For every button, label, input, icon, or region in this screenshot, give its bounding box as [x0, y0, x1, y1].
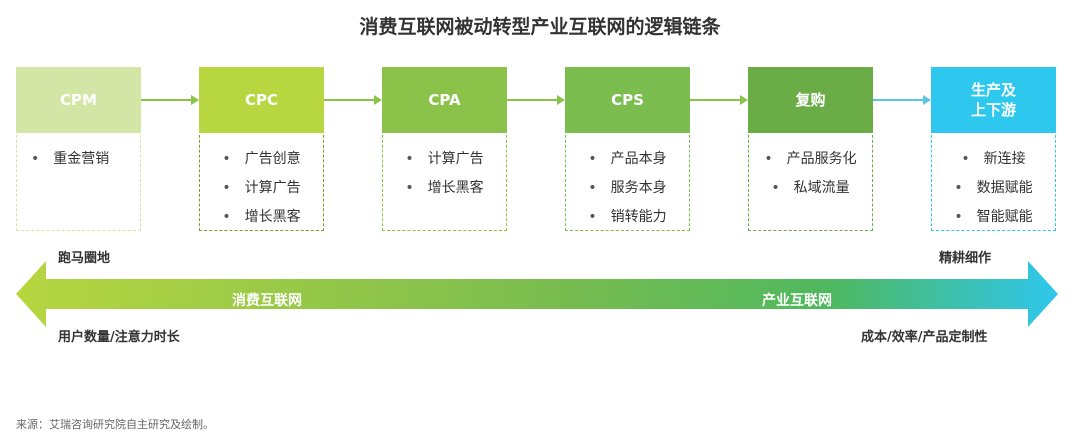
- left-bottom-label: 用户数量/注意力时长: [58, 330, 180, 345]
- connector-2-head: [374, 95, 382, 105]
- left-top-label: 跑马圈地: [58, 251, 111, 266]
- connector-5: [873, 99, 923, 101]
- list-item: 私域流量: [749, 174, 872, 203]
- connector-4: [690, 99, 740, 101]
- stage-label: CPA: [428, 91, 461, 109]
- stage-cpm-body: 重金营销: [16, 135, 141, 231]
- connector-4-head: [740, 95, 748, 105]
- stage-cps-header: CPS: [565, 67, 690, 133]
- band-right-label: 产业互联网: [762, 293, 832, 309]
- list-item: 销转能力: [566, 203, 689, 232]
- stage-repurchase-body: 产品服务化 私域流量: [748, 135, 873, 231]
- stage-label: CPS: [611, 91, 644, 109]
- band-shape: [16, 261, 1058, 327]
- right-top-label: 精耕细作: [939, 251, 992, 266]
- stage-label: CPC: [244, 91, 278, 109]
- band-left-label: 消费互联网: [232, 293, 302, 309]
- list-item: 智能赋能: [932, 203, 1055, 232]
- stage-cpc-body: 广告创意 计算广告 增长黑客: [199, 135, 324, 231]
- list-item: 新连接: [932, 145, 1055, 174]
- connector-1-head: [191, 95, 199, 105]
- list-item: 计算广告: [200, 174, 323, 203]
- stage-label-line: 上下游: [970, 101, 1016, 119]
- connector-3: [507, 99, 557, 101]
- stage-cps-body: 产品本身 服务本身 销转能力: [565, 135, 690, 231]
- connector-1: [141, 99, 191, 101]
- stage-label: CPM: [60, 91, 97, 109]
- list-item: 服务本身: [566, 174, 689, 203]
- stage-production-header: 生产及 上下游: [931, 67, 1056, 133]
- stage-label-line: 生产及: [970, 81, 1016, 99]
- stage-label: 复购: [795, 91, 826, 109]
- list-item: 计算广告: [383, 145, 506, 174]
- list-item: 产品本身: [566, 145, 689, 174]
- connector-3-head: [557, 95, 565, 105]
- connector-2: [324, 99, 374, 101]
- list-item: 产品服务化: [749, 145, 872, 174]
- list-item: 重金营销: [17, 145, 140, 174]
- connector-5-head: [923, 95, 931, 105]
- stage-production-body: 新连接 数据赋能 智能赋能: [931, 135, 1056, 231]
- right-bottom-label: 成本/效率/产品定制性: [861, 330, 988, 345]
- stage-cpa-header: CPA: [382, 67, 507, 133]
- list-item: 数据赋能: [932, 174, 1055, 203]
- page-title: 消费互联网被动转型产业互联网的逻辑链条: [359, 16, 721, 38]
- transition-band-arrow: [16, 261, 1058, 327]
- stage-cpc-header: CPC: [199, 67, 324, 133]
- stage-cpm-header: CPM: [16, 67, 141, 133]
- stage-repurchase-header: 复购: [748, 67, 873, 133]
- source-note: 来源：艾瑞咨询研究院自主研究及绘制。: [16, 418, 214, 431]
- list-item: 增长黑客: [200, 203, 323, 232]
- stage-cpa-body: 计算广告 增长黑客: [382, 135, 507, 231]
- list-item: 广告创意: [200, 145, 323, 174]
- list-item: 增长黑客: [383, 174, 506, 203]
